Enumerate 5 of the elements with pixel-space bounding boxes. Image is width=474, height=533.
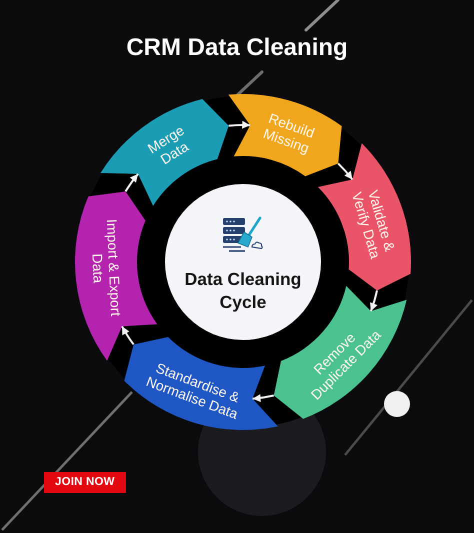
title: CRM Data Cleaning	[126, 34, 348, 62]
step-label: Validate & Verify Data	[348, 187, 400, 262]
step-label: Import & Export Data	[88, 218, 124, 319]
join-button: JOIN NOW	[44, 472, 126, 493]
node-label: Data Cleaning Cycle	[184, 268, 302, 314]
